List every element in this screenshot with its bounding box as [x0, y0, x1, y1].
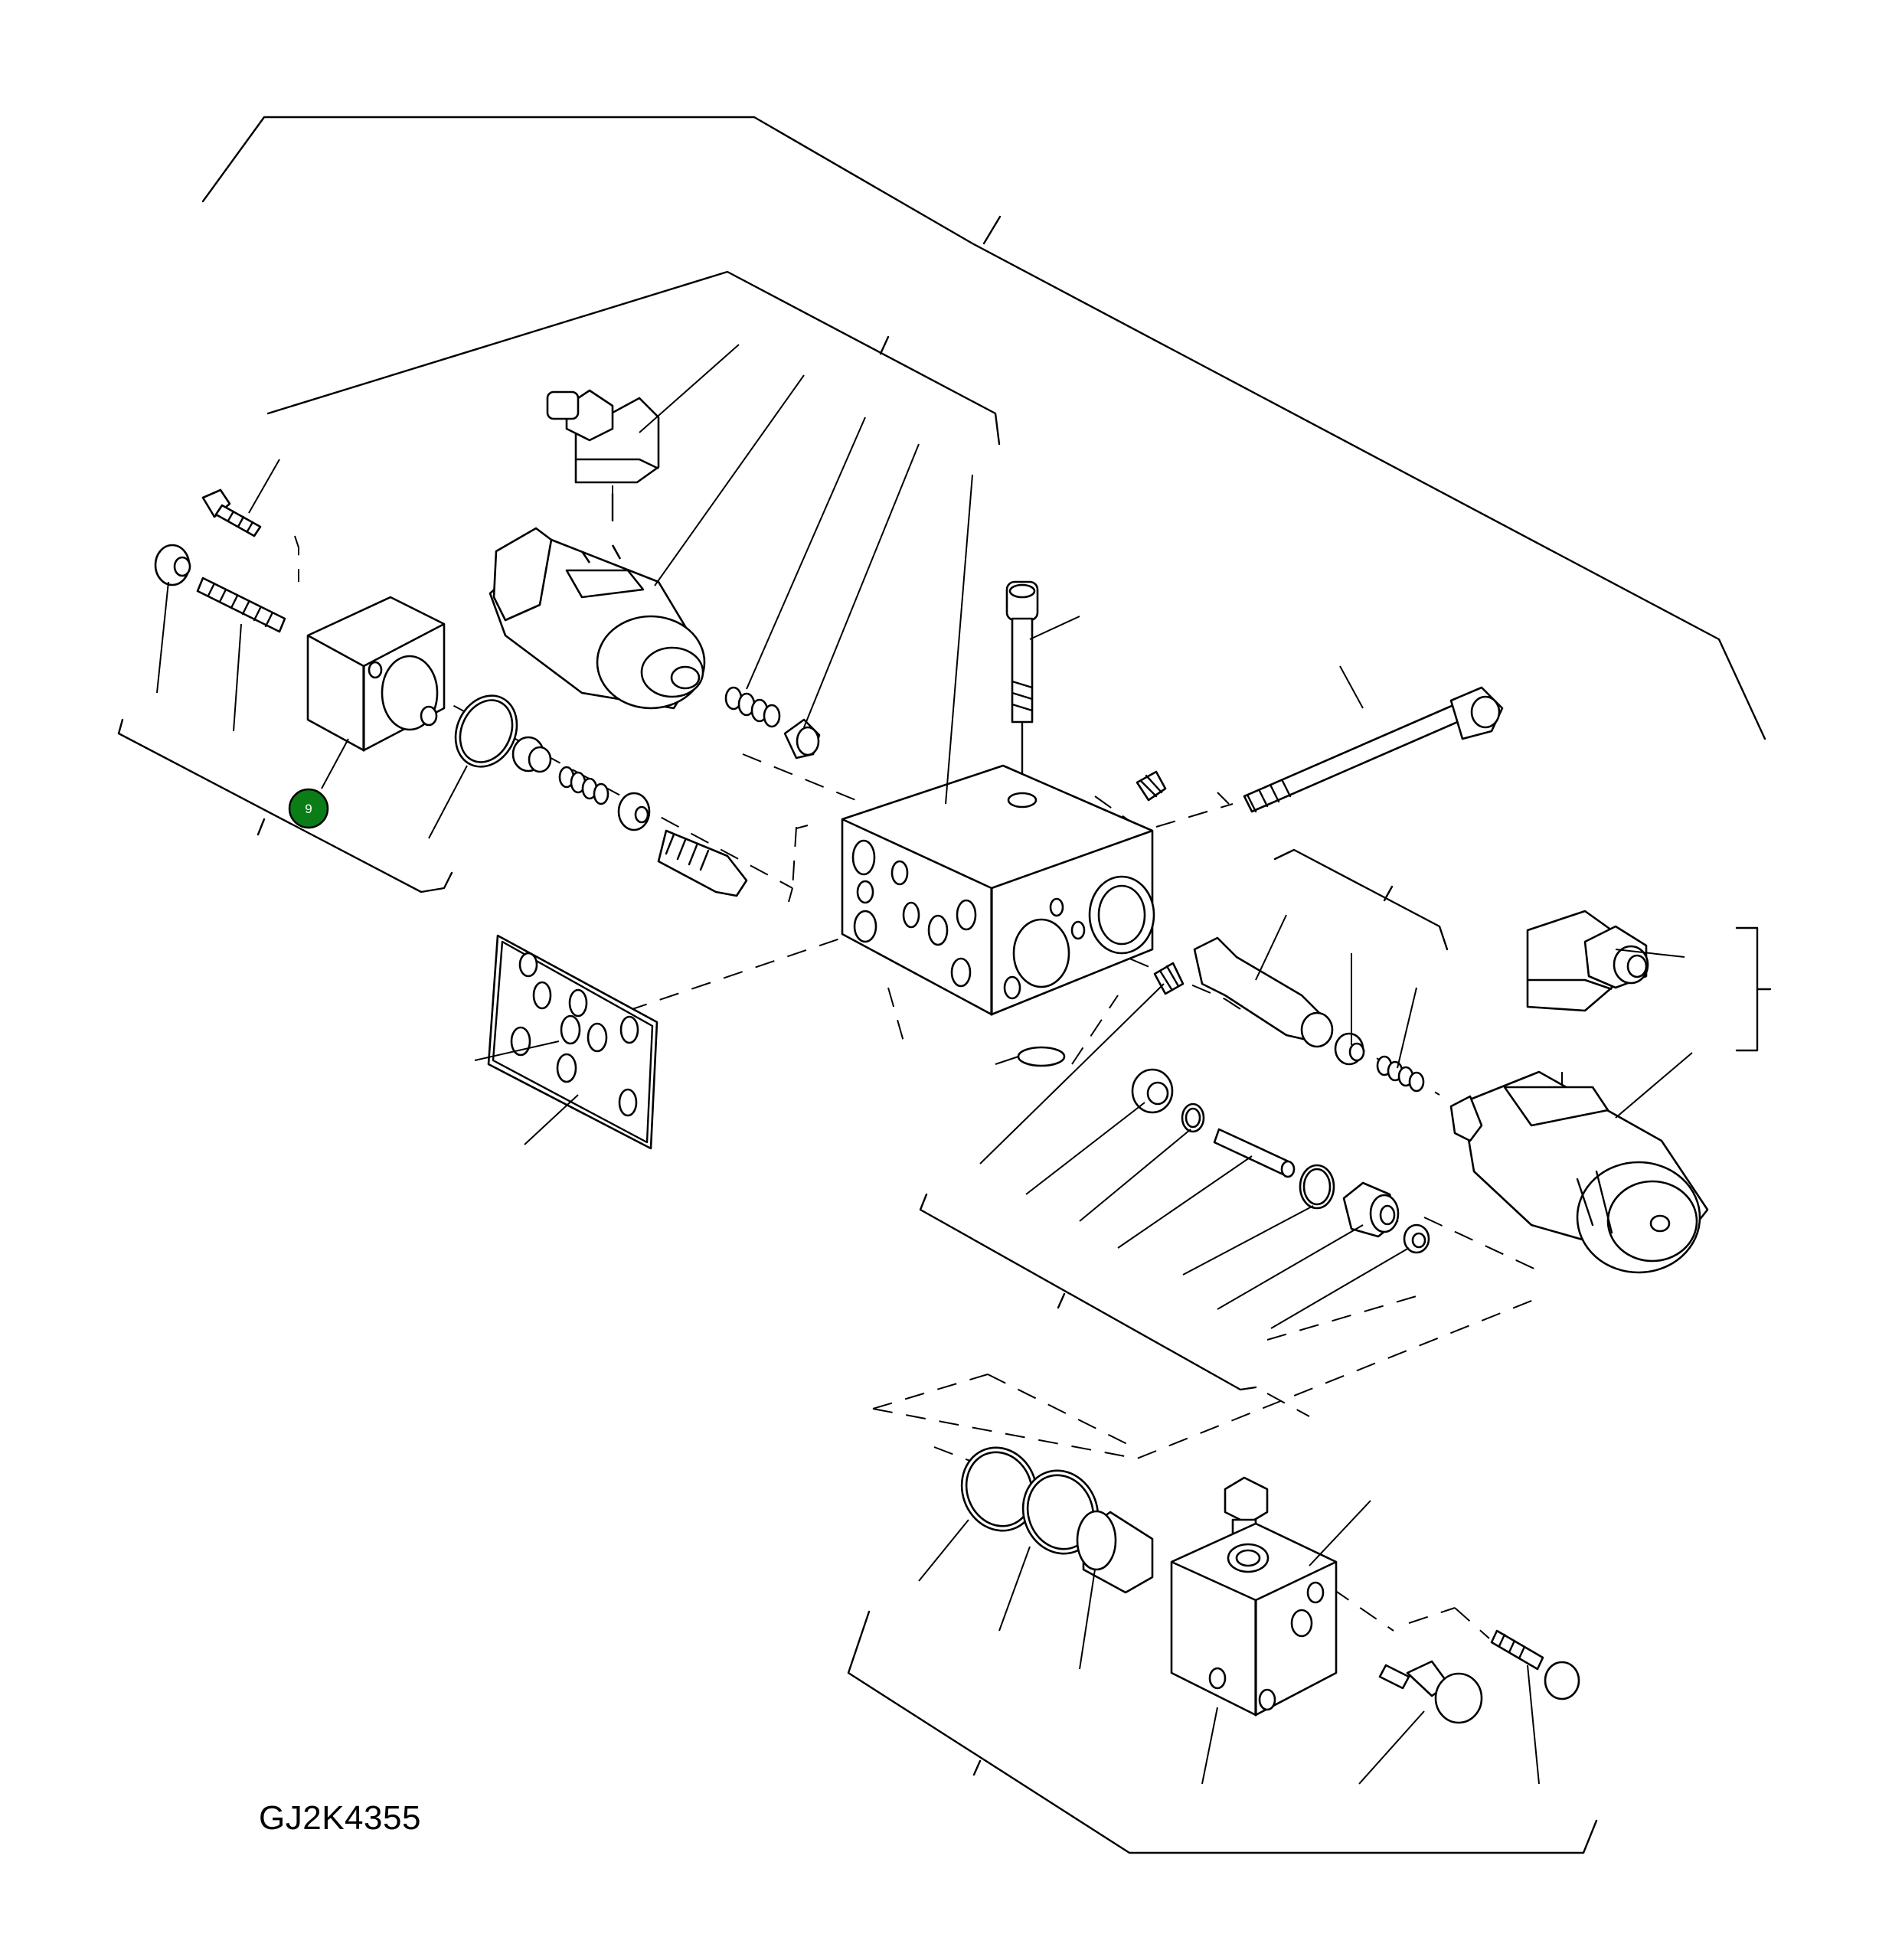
o-ring-left — [454, 694, 518, 768]
spring-left — [558, 766, 609, 805]
washer-small — [1403, 1223, 1430, 1254]
spool-seat-left — [511, 736, 552, 773]
spool-left — [657, 829, 748, 897]
solenoid-coil-right — [1449, 1070, 1709, 1274]
washer-right — [1334, 1032, 1365, 1066]
solenoid-coil-upper — [489, 527, 706, 710]
main-valve-block — [841, 764, 1155, 1016]
leader-lines — [156, 344, 1693, 1785]
assembly-dash-lines — [294, 452, 1563, 1639]
end-cover-left — [306, 596, 446, 752]
pin — [1213, 1128, 1296, 1178]
bolt-vertical — [1005, 580, 1039, 798]
o-ring-small — [1181, 1102, 1205, 1133]
end-cover-bottom — [1170, 1522, 1338, 1717]
gasket-plate — [487, 934, 658, 1150]
callout-9-circle[interactable] — [288, 788, 329, 829]
callout-9[interactable]: 9 — [288, 788, 329, 829]
o-ring-bottom-block — [1017, 1046, 1066, 1067]
plug-small-upper — [783, 718, 821, 760]
spring-upper — [724, 686, 781, 728]
assembly-brackets — [117, 116, 1772, 1854]
washer-left — [617, 792, 651, 831]
plug-lower — [1342, 1181, 1400, 1238]
spring-right — [1376, 1055, 1425, 1093]
connector-plug-right — [1526, 910, 1649, 1012]
o-ring-bottom-1 — [960, 1446, 1038, 1532]
bolt-short-left — [201, 488, 262, 537]
o-ring-bottom-2 — [1021, 1469, 1100, 1555]
spool-right — [1193, 936, 1334, 1048]
o-ring-medium — [1299, 1164, 1335, 1210]
set-screw-top — [1136, 770, 1167, 802]
bolt-bottom-right — [1490, 1629, 1580, 1700]
tie-rod — [1243, 686, 1504, 813]
flange-nut-left — [154, 544, 191, 586]
stud-bolt-left — [196, 577, 286, 633]
washer-large — [1131, 1068, 1174, 1114]
check-valve-fitting — [1378, 1660, 1483, 1724]
connector-plug-upper — [546, 389, 660, 522]
drawing-code: GJ2K4355 — [259, 1799, 421, 1837]
cap-cylinder — [1076, 1510, 1154, 1594]
callout-9-label: 9 — [305, 802, 312, 816]
